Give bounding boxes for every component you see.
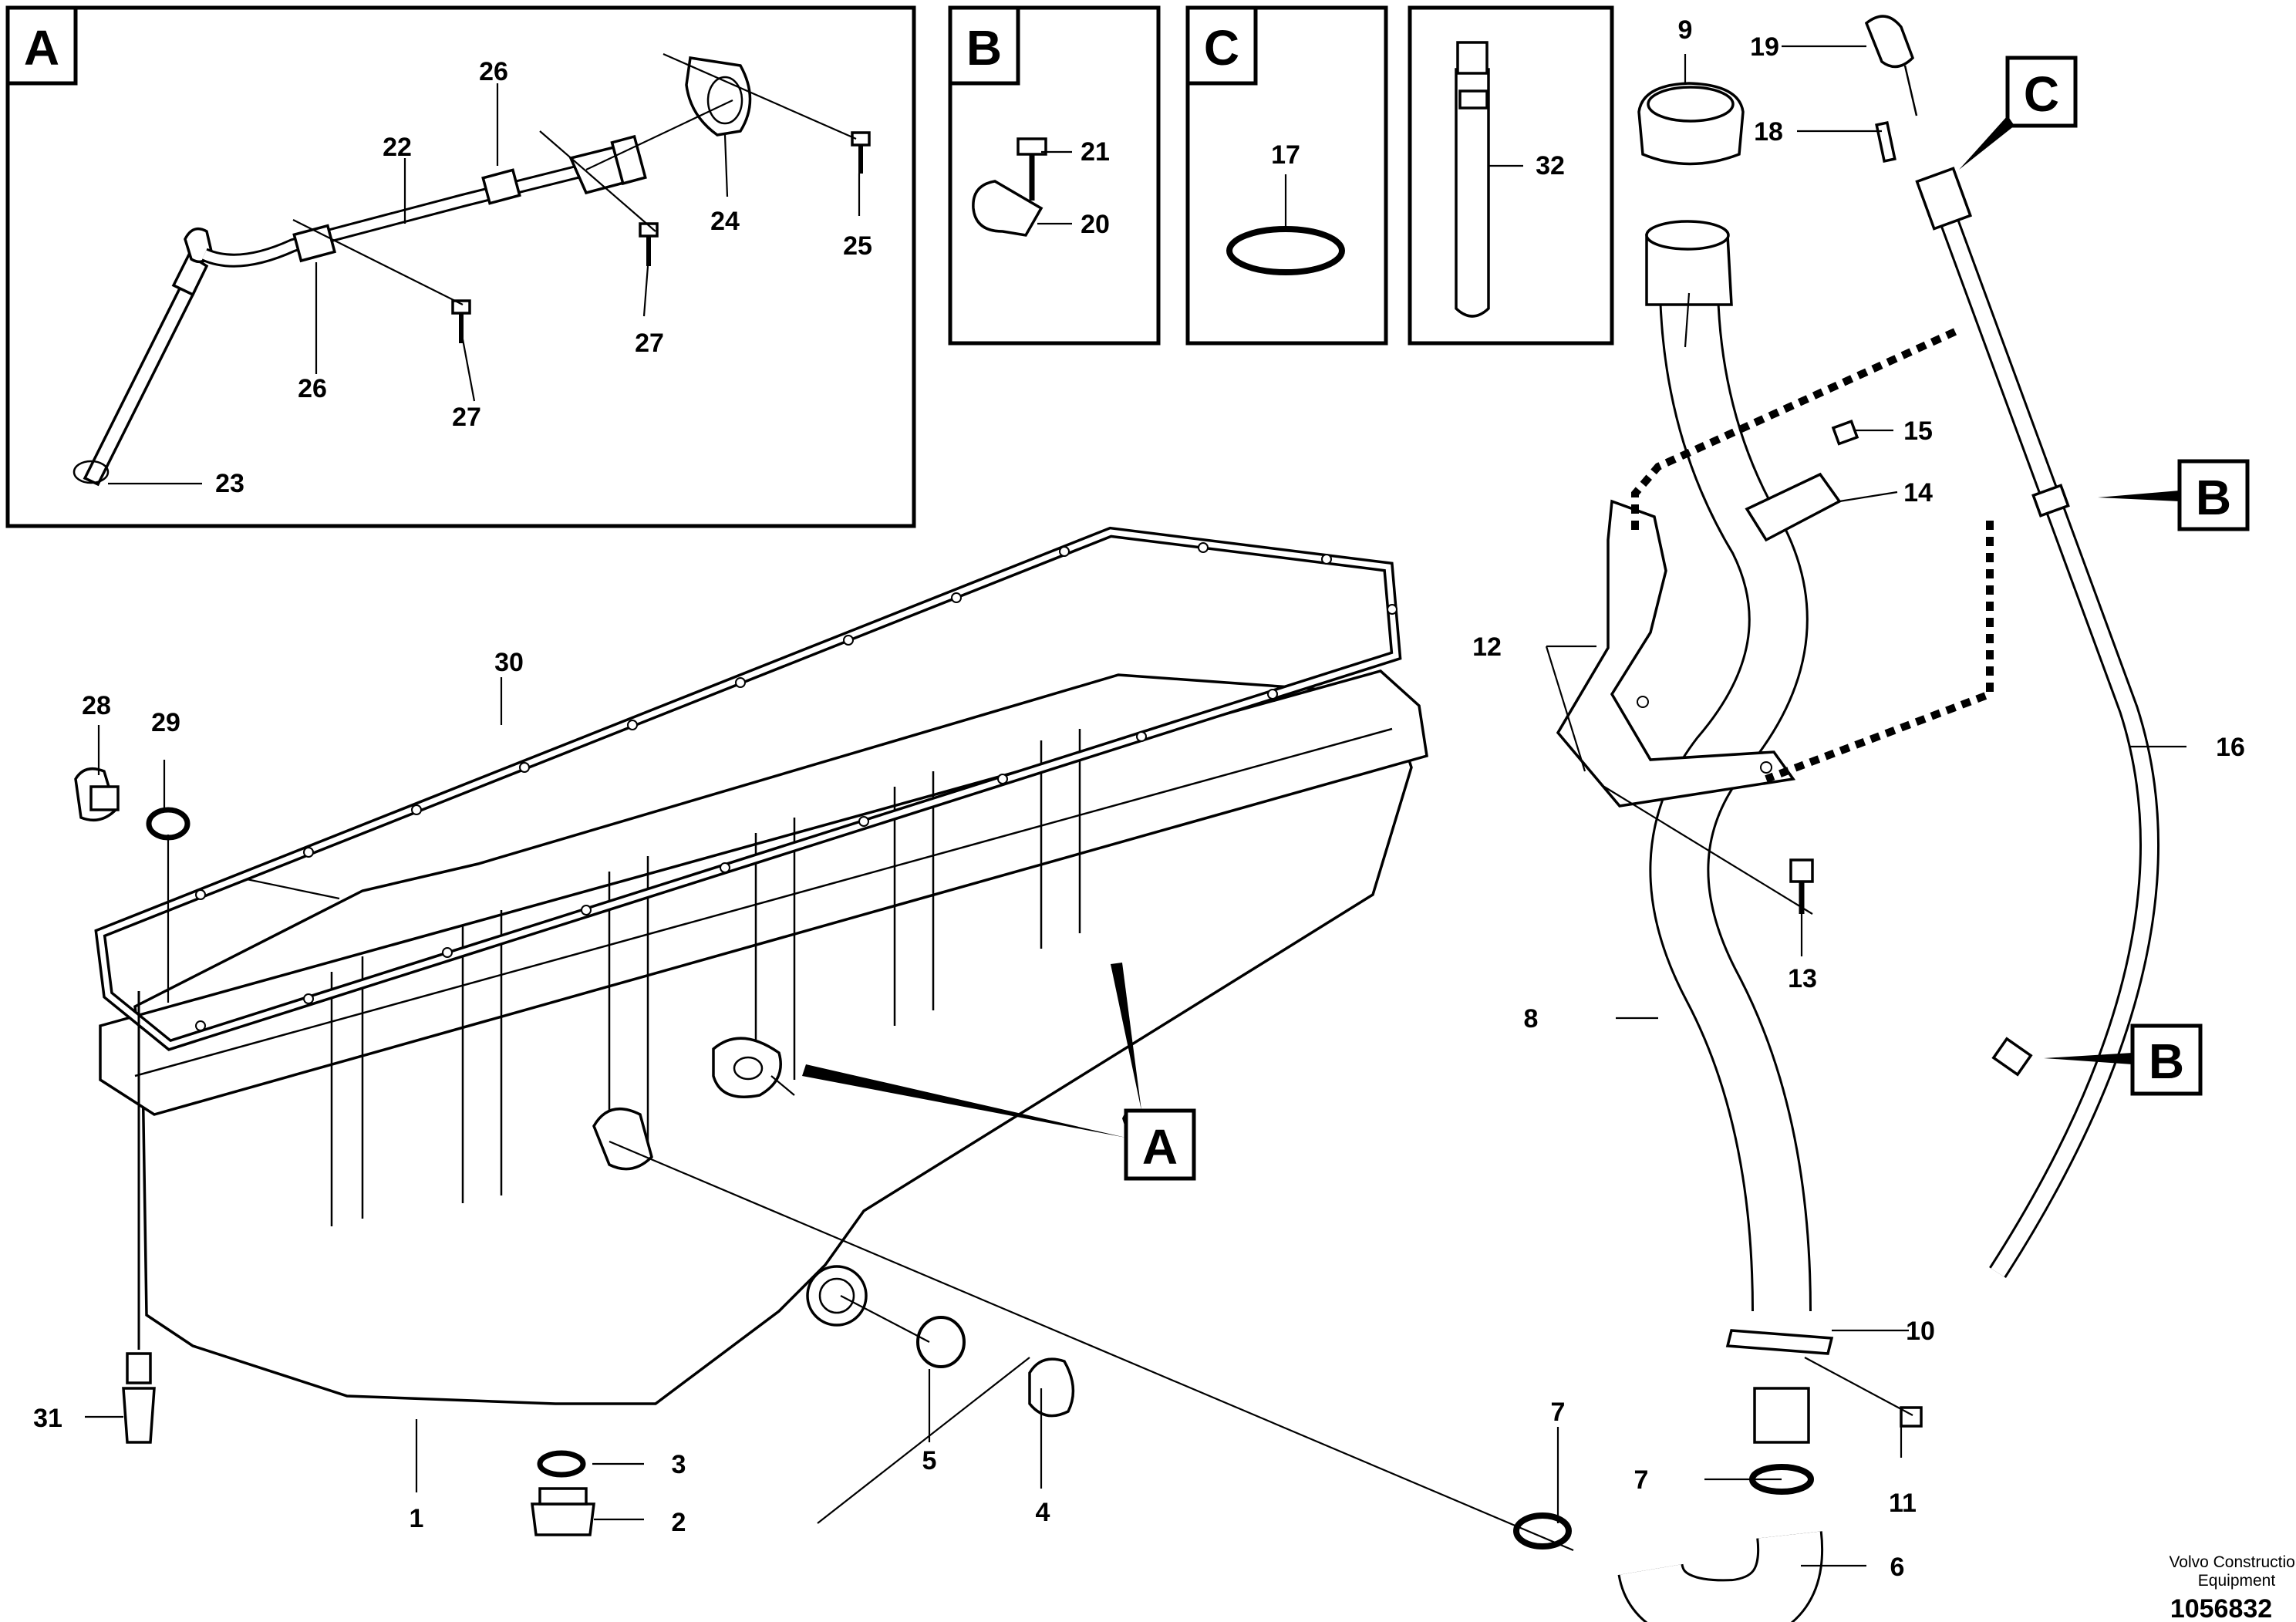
callout-23: 23 bbox=[215, 469, 244, 498]
pin-18 bbox=[1875, 120, 1896, 164]
callout-21: 21 bbox=[1081, 137, 1110, 167]
inset-tube: 32 bbox=[1408, 5, 1614, 346]
callout-2: 2 bbox=[672, 1508, 686, 1537]
dashed-connectors bbox=[1631, 328, 1994, 783]
callout-27-left: 27 bbox=[452, 403, 481, 432]
brand-line-2: Equipment bbox=[2198, 1572, 2276, 1590]
hose-6 bbox=[1617, 1531, 1824, 1622]
inset-b: B 21 20 bbox=[948, 5, 1161, 346]
svg-text:B: B bbox=[2196, 470, 2231, 525]
section-tag-b-lower: B bbox=[2044, 1023, 2203, 1096]
callout-16: 16 bbox=[2216, 733, 2245, 762]
svg-text:B: B bbox=[2149, 1034, 2184, 1089]
washer-29 bbox=[146, 807, 190, 841]
inset-a: A bbox=[5, 5, 916, 528]
callout-9: 9 bbox=[1678, 15, 1693, 45]
drain-plug-2 bbox=[531, 1450, 595, 1536]
brand-line-1: Volvo Construction bbox=[2169, 1553, 2296, 1571]
bolt-11 bbox=[1900, 1406, 1923, 1428]
callout-29: 29 bbox=[151, 708, 180, 737]
callout-17: 17 bbox=[1271, 140, 1300, 170]
callout-11: 11 bbox=[1889, 1489, 1917, 1518]
oil-pan-assembly bbox=[99, 669, 1428, 1405]
callout-19: 19 bbox=[1750, 32, 1779, 62]
section-tag-a-main: A bbox=[802, 963, 1196, 1181]
inset-a-letter: A bbox=[24, 20, 59, 76]
callout-5: 5 bbox=[922, 1446, 937, 1475]
section-tag-b-upper: B bbox=[2098, 459, 2250, 531]
filler-cap-9 bbox=[1637, 82, 1745, 166]
dipstick-handle-19 bbox=[1864, 15, 1918, 116]
callout-28: 28 bbox=[82, 691, 111, 720]
callout-7-left: 7 bbox=[1551, 1398, 1566, 1427]
callout-8: 8 bbox=[1524, 1004, 1539, 1034]
footer-brand: Volvo Construction Equipment 1056832 bbox=[2169, 1553, 2296, 1622]
callout-1: 1 bbox=[410, 1504, 424, 1533]
sensor-31 bbox=[122, 991, 156, 1444]
svg-text:C: C bbox=[2024, 66, 2059, 122]
callout-14: 14 bbox=[1903, 478, 1933, 508]
dipstick-16 bbox=[1915, 167, 2160, 1279]
callout-10: 10 bbox=[1906, 1317, 1935, 1346]
callout-12: 12 bbox=[1472, 632, 1502, 662]
callout-7-right: 7 bbox=[1634, 1465, 1649, 1495]
callout-25: 25 bbox=[843, 231, 872, 261]
bolt-15 bbox=[1831, 419, 1859, 446]
callout-13: 13 bbox=[1788, 964, 1817, 993]
callout-4: 4 bbox=[1036, 1498, 1050, 1527]
drawing-number: 1056832 bbox=[2170, 1594, 2272, 1622]
bolt-13 bbox=[1789, 858, 1814, 914]
callout-30: 30 bbox=[494, 648, 524, 677]
callout-31: 31 bbox=[33, 1404, 62, 1433]
bracket-12 bbox=[1556, 499, 1796, 808]
callout-26-bottom: 26 bbox=[298, 374, 327, 403]
callout-32: 32 bbox=[1536, 151, 1565, 180]
inset-c-letter: C bbox=[1204, 20, 1239, 76]
callout-24: 24 bbox=[710, 207, 740, 236]
callouts-main: 30 28 29 31 1 2 3 4 5 7 7 6 8 9 10 11 12… bbox=[33, 15, 2245, 1582]
inset-b-letter: B bbox=[966, 20, 1002, 76]
callout-22: 22 bbox=[383, 133, 412, 162]
callout-15: 15 bbox=[1903, 416, 1933, 446]
section-tag-c-top: C bbox=[1959, 56, 2078, 170]
inset-c: C 17 bbox=[1185, 5, 1388, 346]
callout-20: 20 bbox=[1081, 210, 1110, 239]
callout-3: 3 bbox=[672, 1450, 686, 1479]
plug-4 bbox=[916, 1316, 1075, 1418]
callout-18: 18 bbox=[1754, 117, 1783, 147]
gasket-30 bbox=[94, 526, 1402, 1051]
clamp-10 bbox=[1725, 1329, 1834, 1355]
callout-6: 6 bbox=[1890, 1553, 1905, 1582]
callout-27-right: 27 bbox=[635, 329, 664, 358]
filler-pipe-8 bbox=[1645, 220, 1812, 1444]
plug-28 bbox=[74, 767, 120, 822]
leader-lines bbox=[85, 45, 2186, 1567]
callout-26-top: 26 bbox=[479, 57, 508, 86]
svg-text:A: A bbox=[1142, 1119, 1178, 1175]
